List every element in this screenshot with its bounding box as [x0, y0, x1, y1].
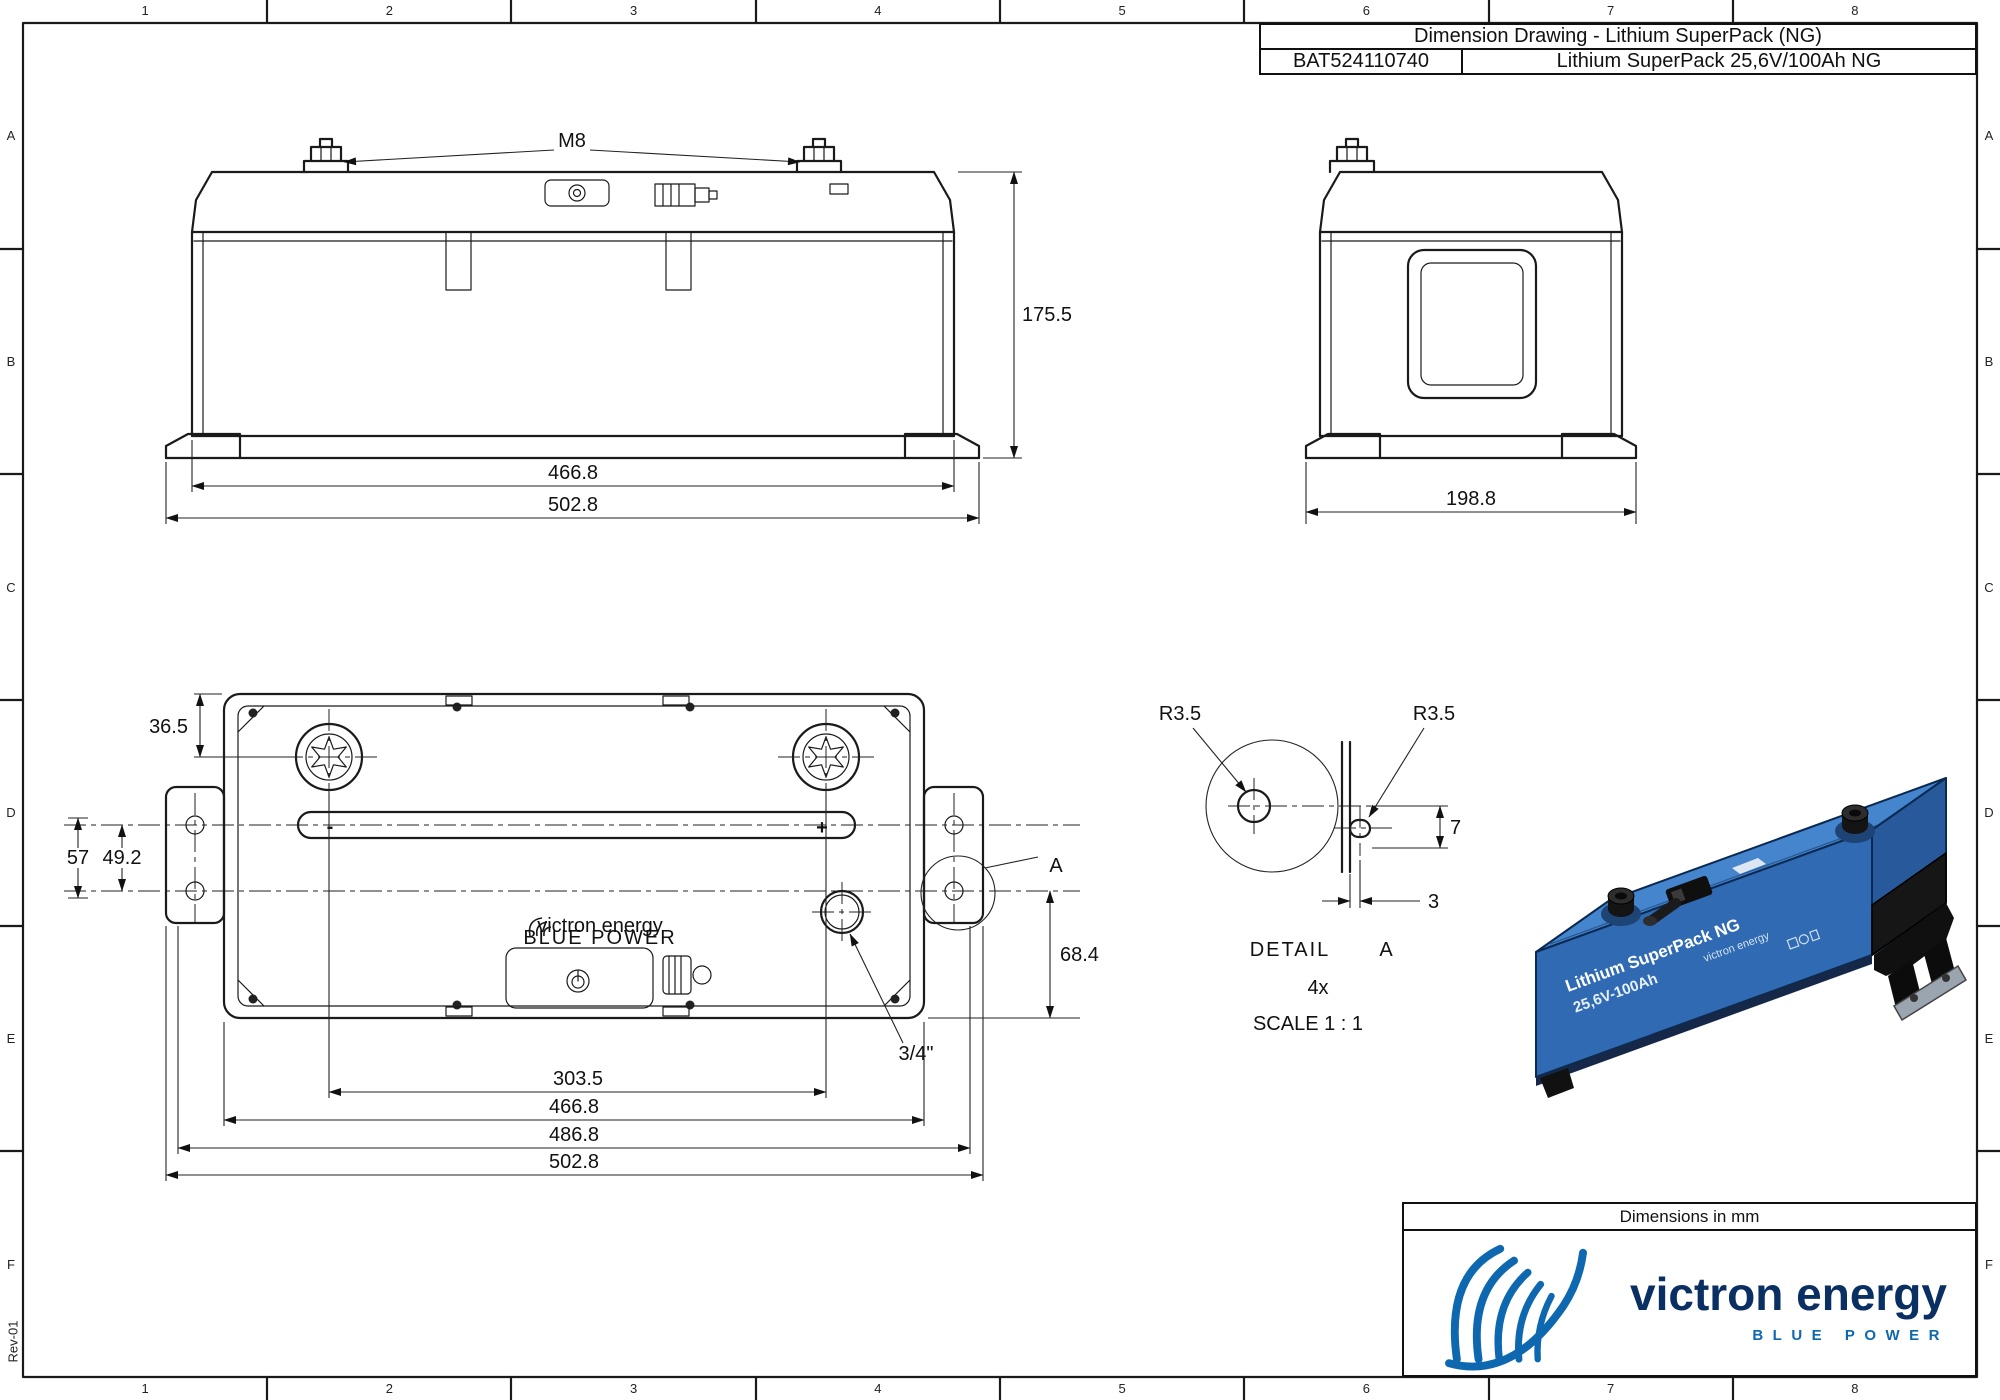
- detail-title-ref: A: [1379, 939, 1393, 961]
- top-view: - + A 3/4": [62, 692, 1099, 1181]
- grid-ref-col-7: 7: [1607, 1381, 1615, 1396]
- front-terminal-size-label: M8: [558, 130, 586, 152]
- iso-cable-gland: [1647, 898, 1681, 925]
- grid-ref-col-6: 6: [1362, 1381, 1370, 1396]
- grid-ref-col-6: 6: [1362, 3, 1370, 18]
- grid-ref-col-2: 2: [385, 1381, 393, 1396]
- grid-ref-col-8: 8: [1851, 3, 1859, 18]
- brand-wordmark: victron energy: [1630, 1268, 1947, 1320]
- grid-ref-row-f: F: [1985, 1256, 1993, 1272]
- detail-dim-slot-length: 7: [1450, 817, 1461, 839]
- grid-ref-row-a: A: [1984, 128, 1994, 144]
- polarity-plus: +: [816, 817, 828, 839]
- grid-rows-right: A B C D E F: [1978, 23, 2000, 1377]
- iso-terminal-left: [1601, 887, 1641, 926]
- grid-ref-row-e: E: [6, 1031, 16, 1047]
- grid-ref-col-4: 4: [874, 1381, 882, 1396]
- top-brand-print: victron energy BLUE POWER: [523, 915, 676, 949]
- grid-ref-row-c: C: [1984, 579, 1994, 595]
- detail-radius-left: R3.5: [1159, 703, 1201, 725]
- brand-tagline: BLUE POWER: [1752, 1327, 1949, 1344]
- front-dim-height: 175.5: [1022, 304, 1072, 326]
- top-dim-overall: 502.8: [549, 1151, 599, 1173]
- side-view: 198.8: [1304, 137, 1638, 524]
- side-terminal: [1328, 137, 1376, 174]
- top-connector-area: [505, 947, 712, 1009]
- lid-screw-dots: [248, 702, 900, 1010]
- part-number: BAT524110740: [1292, 50, 1430, 72]
- detail-a-view: R3.5 R3.5 7 3 DETAIL A 4x SCALE 1 : 1: [1159, 703, 1461, 1035]
- top-brand-sub-text: BLUE POWER: [523, 927, 676, 949]
- victron-logo: victron energy BLUE POWER: [1404, 1231, 1975, 1377]
- top-dim-screw-pitch: 303.5: [553, 1068, 603, 1090]
- front-terminal-left: [302, 137, 350, 174]
- detail-callout-letter: A: [1049, 855, 1063, 877]
- victron-logo-mark: [1445, 1244, 1587, 1371]
- grid-ref-col-1: 1: [141, 3, 149, 18]
- flange-right: [922, 785, 985, 925]
- top-dim-flange-span: 57: [67, 847, 89, 869]
- front-lid-details: [544, 179, 849, 207]
- top-dim-top-offset: 36.5: [149, 716, 188, 738]
- iso-terminal-right: [1835, 804, 1875, 843]
- grid-ref-row-d: D: [6, 805, 16, 821]
- grid-ref-col-3: 3: [630, 1381, 638, 1396]
- side-handle-recess: [1406, 248, 1538, 400]
- iso-base: [1874, 903, 1954, 976]
- top-dim-body: 466.8: [549, 1096, 599, 1118]
- top-dim-bottom-offset: 68.4: [1060, 944, 1099, 966]
- front-view: M8 175.5 466.8 502.8: [164, 130, 1072, 524]
- polarity-minus: -: [327, 816, 334, 838]
- part-name: Lithium SuperPack 25,6V/100Ah NG: [1556, 50, 1882, 72]
- front-dim-overall-width: 502.8: [548, 494, 598, 516]
- grid-cols-bottom: 1 2 3 4 5 6 7 8: [23, 1378, 1977, 1400]
- drawing-title: Dimension Drawing - Lithium SuperPack (N…: [1414, 25, 1822, 47]
- hole-size-label: 3/4": [899, 1043, 934, 1065]
- grid-ref-col-1: 1: [141, 1381, 149, 1396]
- detail-title: DETAIL: [1250, 939, 1331, 961]
- grid-ref-col-3: 3: [630, 3, 638, 18]
- grid-ref-row-c: C: [6, 579, 16, 595]
- detail-quantity: 4x: [1307, 977, 1328, 999]
- iso-top-sticker: [1732, 858, 1766, 874]
- detail-callout-circle: [920, 855, 996, 931]
- grid-ref-row-d: D: [1984, 805, 1994, 821]
- grid-ref-row-b: B: [1984, 354, 1994, 369]
- top-dim-hole-span: 486.8: [549, 1124, 599, 1146]
- grid-ref-row-e: E: [1984, 1031, 1994, 1047]
- grid-ref-col-7: 7: [1607, 3, 1615, 18]
- grid-ref-row-a: A: [6, 128, 16, 144]
- grid-cols-top: 1 2 3 4 5 6 7 8: [23, 0, 1977, 22]
- detail-scale-note: SCALE 1 : 1: [1253, 1013, 1363, 1035]
- front-dim-body-width: 466.8: [548, 462, 598, 484]
- top-brand-text: victron energy: [537, 915, 663, 937]
- iso-view: Lithium SuperPack NG 25,6V-100Ah victron…: [1535, 777, 1968, 1098]
- grid-ref-row-b: B: [6, 354, 16, 369]
- grid-ref-col-8: 8: [1851, 1381, 1859, 1396]
- detail-dim-slot-width: 3: [1428, 891, 1439, 913]
- grid-ref-col-4: 4: [874, 3, 882, 18]
- front-terminal-right: [795, 137, 843, 174]
- top-terminal-screw-right: [778, 709, 874, 805]
- detail-radius-right: R3.5: [1413, 703, 1455, 725]
- grid-ref-col-2: 2: [385, 3, 393, 18]
- grid-ref-col-5: 5: [1118, 3, 1126, 18]
- side-dim-depth: 198.8: [1446, 488, 1496, 510]
- footer-block: Dimensions in mm victron energy BLUE POW…: [1402, 1202, 1977, 1377]
- flange-left: [164, 785, 226, 925]
- iso-certification-icons: [1786, 929, 1821, 950]
- grid-ref-row-f: F: [7, 1256, 15, 1272]
- top-dim-hole-pitch: 49.2: [103, 847, 142, 869]
- grid-rows-left: A B C D E F: [0, 23, 22, 1377]
- units-note: Dimensions in mm: [1619, 1206, 1760, 1226]
- revision-label: Rev-01: [5, 1320, 21, 1363]
- title-block: Dimension Drawing - Lithium SuperPack (N…: [1259, 23, 1977, 75]
- vent-hole: [812, 882, 872, 942]
- grid-ref-col-5: 5: [1118, 1381, 1126, 1396]
